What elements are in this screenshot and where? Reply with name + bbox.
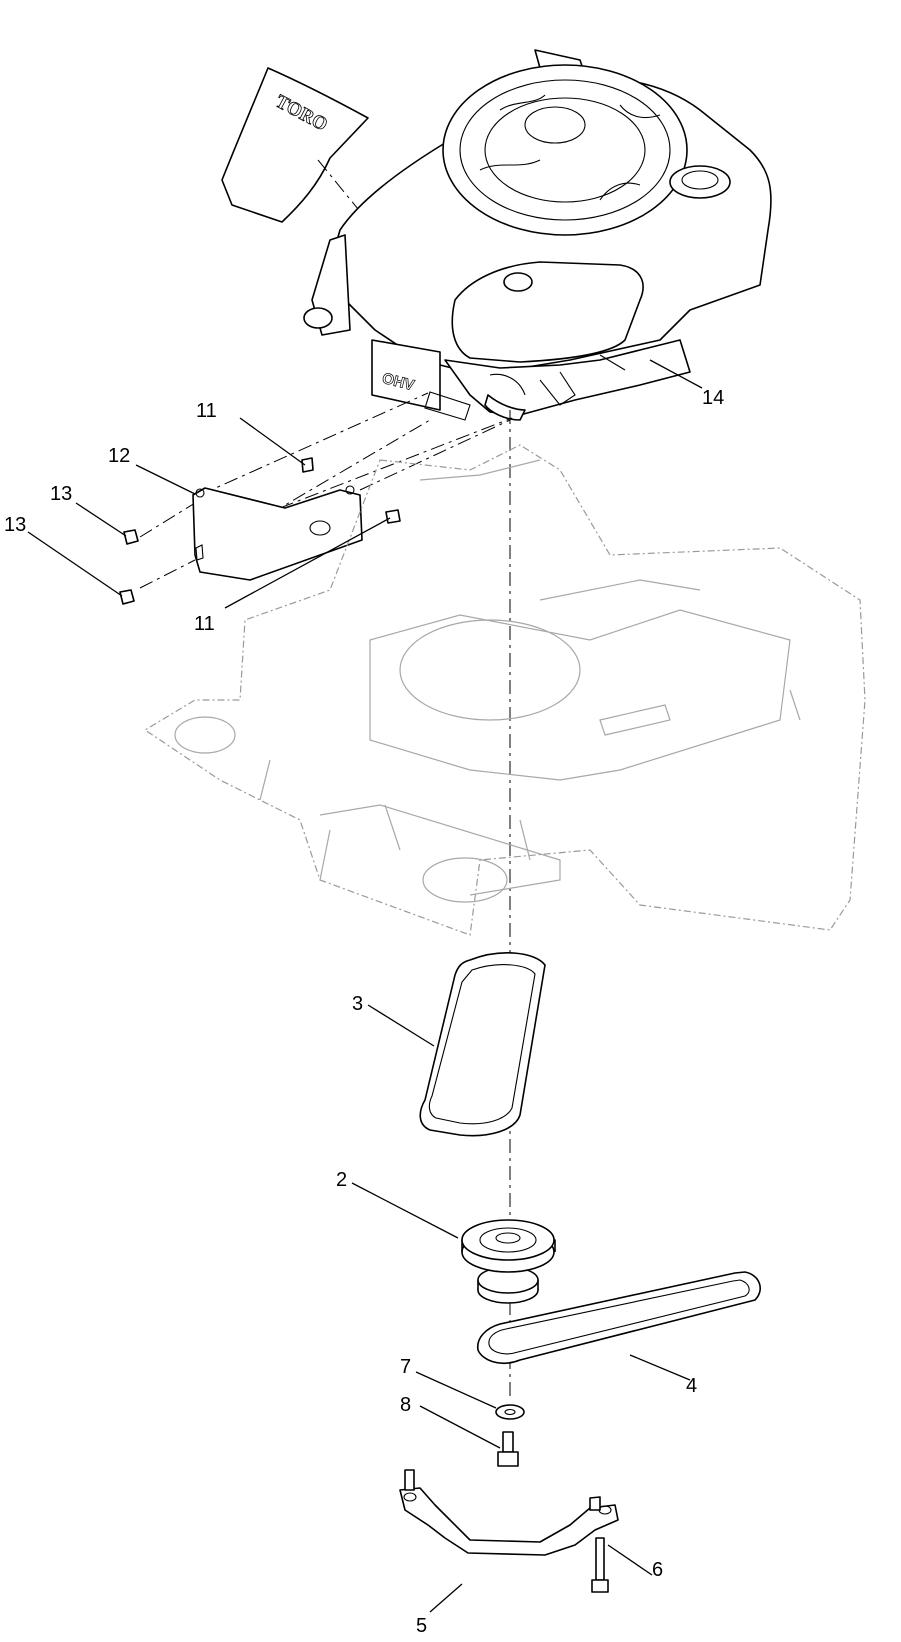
pulley-2 — [461, 1219, 556, 1304]
callout-13-upper: 13 — [50, 483, 72, 505]
callout-13-lower: 13 — [4, 514, 26, 536]
bolt-phantom-1 — [139, 502, 196, 538]
bolt-8 — [497, 1431, 519, 1467]
bracket-phantom-4 — [359, 419, 511, 491]
callout-2: 2 — [336, 1169, 347, 1191]
bolt-13-upper — [123, 529, 139, 545]
toro-decal: TORO — [221, 67, 369, 223]
engine: OHV — [303, 49, 772, 421]
bolt-13-lower — [119, 589, 135, 605]
bolt-6 — [591, 1537, 609, 1593]
belt-4 — [476, 1271, 761, 1365]
callout-6: 6 — [652, 1559, 663, 1581]
belt-3 — [419, 952, 546, 1137]
bracket-5 — [399, 1469, 619, 1556]
bolt-11-lower — [385, 509, 401, 524]
leader-14 — [649, 359, 703, 389]
callout-4: 4 — [686, 1375, 697, 1397]
leader-13-lower — [27, 531, 123, 597]
leader-11-lower — [224, 517, 391, 609]
callout-7: 7 — [400, 1356, 411, 1378]
leader-13-upper — [75, 502, 127, 537]
leader-8 — [419, 1405, 501, 1449]
callout-3: 3 — [352, 993, 363, 1015]
leader-6 — [607, 1544, 653, 1576]
bolt-phantom-2 — [139, 559, 196, 589]
leader-4 — [629, 1354, 691, 1381]
engine-bracket — [192, 485, 363, 581]
washer-7 — [495, 1404, 525, 1420]
bolt-11-upper — [301, 457, 314, 473]
callout-11-lower: 11 — [194, 613, 215, 635]
callout-11-upper: 11 — [196, 400, 217, 422]
leader-7 — [415, 1371, 497, 1409]
leader-5 — [429, 1583, 463, 1613]
bracket-phantom-1 — [199, 392, 429, 496]
leader-11-upper — [239, 417, 306, 466]
callout-5: 5 — [416, 1615, 427, 1637]
callout-14: 14 — [702, 387, 724, 409]
leader-2 — [351, 1182, 459, 1239]
bracket-phantom-3 — [279, 417, 513, 509]
callout-8: 8 — [400, 1394, 411, 1416]
callout-12: 12 — [108, 445, 130, 467]
bracket-phantom-2 — [199, 419, 431, 556]
leader-12 — [135, 464, 196, 495]
chassis-frame-ghost — [143, 444, 866, 936]
leader-3 — [367, 1004, 435, 1047]
